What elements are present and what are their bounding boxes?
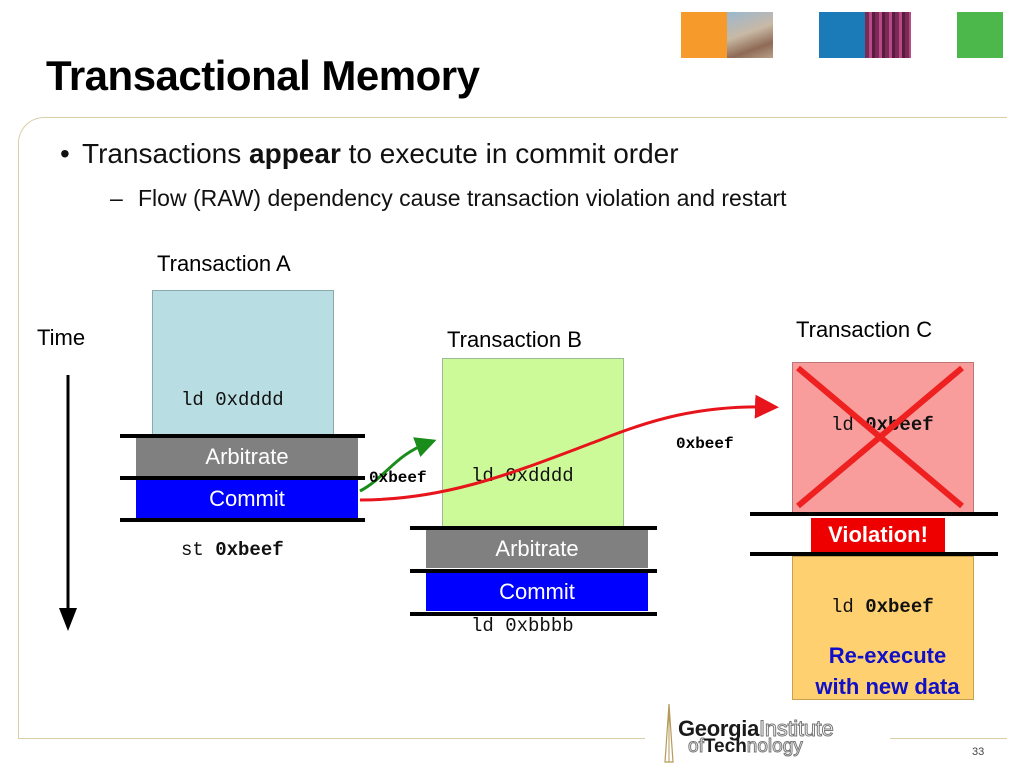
red-arrow-to-c: [359, 394, 779, 502]
tx-b-arbitrate-bar: Arbitrate: [426, 530, 648, 568]
bullet-main: • Transactions appear to execute in commi…: [60, 138, 679, 170]
header-photo-campus: [727, 12, 773, 58]
transaction-b-box: ld 0xdddd ... ld 0xbbbb: [442, 358, 624, 637]
violation-badge: Violation!: [811, 518, 945, 552]
slide-title: Transactional Memory: [46, 52, 480, 99]
tx-a-line-mid: [120, 476, 365, 480]
transaction-b-label: Transaction B: [447, 327, 582, 352]
logo-background: [645, 700, 890, 768]
tx-b-line-mid: [410, 569, 657, 573]
tx-a-commit-bar: Commit: [136, 480, 358, 518]
header-square-blue: [819, 12, 865, 58]
tx-c-line-bottom: [750, 552, 998, 556]
reexecute-note: Re-execute with new data: [795, 640, 980, 702]
bullet-marker: •: [60, 138, 70, 169]
arrow-label-to-b: 0xbeef: [369, 469, 427, 487]
header-square-green: [957, 12, 1003, 58]
tx-a-code-line-3: st 0xbeef: [181, 539, 284, 561]
tx-b-commit-bar: Commit: [426, 573, 648, 611]
logo-line-2: ofTechnology: [688, 736, 804, 758]
tx-b-code-line-3: ld 0xbbbb: [471, 615, 574, 637]
reexecute-line-2: with new data: [815, 674, 960, 699]
tx-c-reexec-code-line: ld 0xbeef: [831, 596, 934, 618]
reexecute-line-1: Re-execute: [828, 643, 947, 668]
page-number: 33: [972, 746, 985, 758]
transaction-c-label: Transaction C: [796, 317, 933, 342]
bullet-main-post: to execute in commit order: [340, 138, 679, 169]
x-mark-line-2: [796, 365, 964, 509]
arrow-label-to-c: 0xbeef: [676, 435, 734, 453]
header-photo-chip: [865, 12, 911, 58]
tx-a-code-line-1: ld 0xdddd: [181, 389, 284, 411]
bullet-sub: –Flow (RAW) dependency cause transaction…: [110, 185, 787, 212]
bullet-sub-text: Flow (RAW) dependency cause transaction …: [138, 185, 787, 211]
green-arrow-to-b: [359, 437, 437, 493]
tx-a-line-top: [120, 434, 365, 438]
tx-a-arbitrate-bar: Arbitrate: [136, 438, 358, 476]
sub-bullet-marker: –: [110, 185, 123, 211]
bullet-main-emphasis: appear: [249, 138, 341, 169]
gt-tower-mark: [664, 703, 674, 763]
tx-b-line-top: [410, 526, 657, 530]
tx-c-line-top: [750, 512, 998, 516]
transaction-c-reexec-box: ld 0xbeef: [792, 556, 974, 700]
bullet-main-pre: Transactions: [82, 138, 250, 169]
tx-b-line-bottom: [410, 612, 657, 616]
transaction-a-label: Transaction A: [157, 251, 291, 276]
tx-a-line-bottom: [120, 518, 365, 522]
content-frame: [18, 117, 1007, 739]
time-label: Time: [37, 325, 86, 350]
header-square-orange: [681, 12, 727, 58]
time-arrow: [59, 375, 77, 631]
tx-c-code-line: ld 0xbeef: [831, 414, 934, 436]
tx-b-code-line-1: ld 0xdddd: [471, 465, 574, 487]
logo-line-1: GeorgiaInstitute: [678, 716, 834, 742]
